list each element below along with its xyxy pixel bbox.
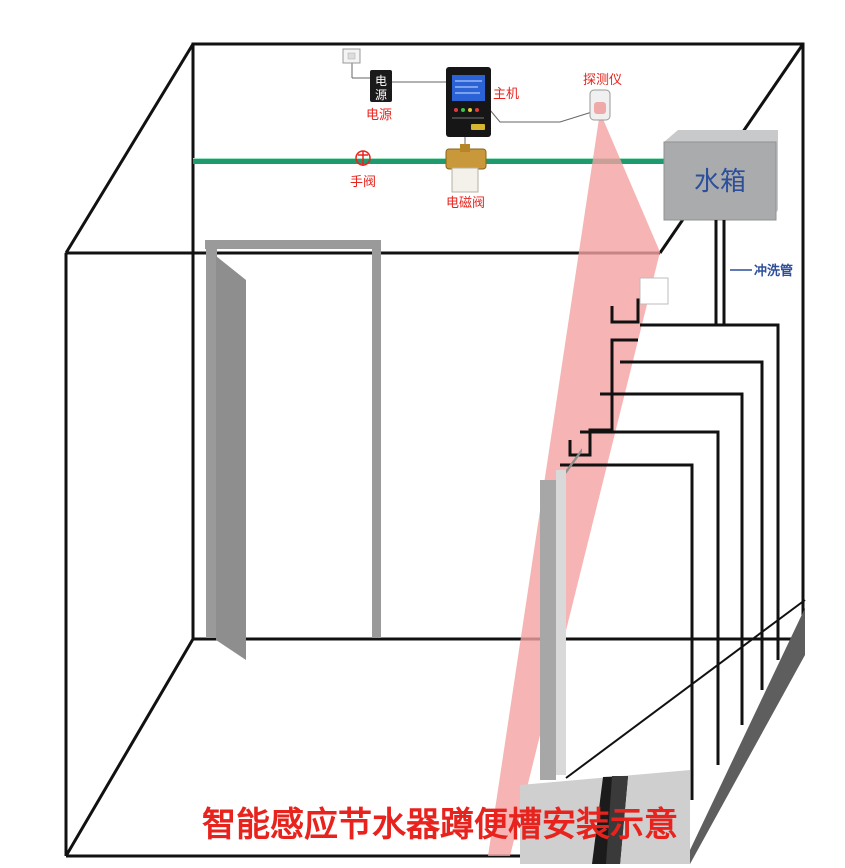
flush-pipes [560,220,780,800]
door-panel [216,256,246,660]
water-tank-label: 水箱 [694,167,746,197]
power-char-1: 电 [375,74,387,88]
wire-host-detector [489,109,593,123]
water-tank-body [663,141,777,221]
green-water-pipe [193,158,665,164]
flush-branch-3 [600,392,744,725]
power-supply-icon [370,70,392,102]
door-frame-top [205,240,381,249]
door-frame-left [206,248,217,638]
manual-valve [355,150,371,166]
door [205,240,381,660]
manual-valve-label: 手阀 [350,175,376,190]
steps-middle [568,338,638,457]
partitions [540,448,582,780]
flush-pipe-callout: 冲洗管 [730,263,793,279]
floor-edge-left [64,638,195,857]
solenoid-valve [445,144,487,193]
host-controller [446,67,491,137]
water-tank: 水箱 [663,130,778,221]
flush-branch-4 [580,430,720,765]
squat-trough [520,770,690,864]
room-frame [64,42,805,858]
solenoid-valve-label: 电磁阀 [446,196,485,211]
infrared-detection-beam [488,112,660,856]
flush-branch-5 [560,463,694,800]
power-char-2: 源 [375,88,387,102]
flush-branch-2 [620,360,764,690]
right-side-trough-wall [690,608,805,864]
detector [589,89,611,121]
power-label: 电源 [366,108,392,123]
partition-front-edge [540,480,556,780]
host-label: 主机 [493,87,519,102]
detector-label: 探测仪 [583,73,622,88]
flush-branch-1 [640,323,780,660]
ceiling-edge-left [64,43,195,254]
wall-socket [342,48,361,64]
flush-pipe-label: 冲洗管 [754,263,793,279]
door-frame-right [372,240,381,638]
host-screen [452,75,485,101]
power-supply: 电 源 [370,70,392,102]
diagram-title: 智能感应节水器蹲便槽安装示意 [202,805,678,845]
